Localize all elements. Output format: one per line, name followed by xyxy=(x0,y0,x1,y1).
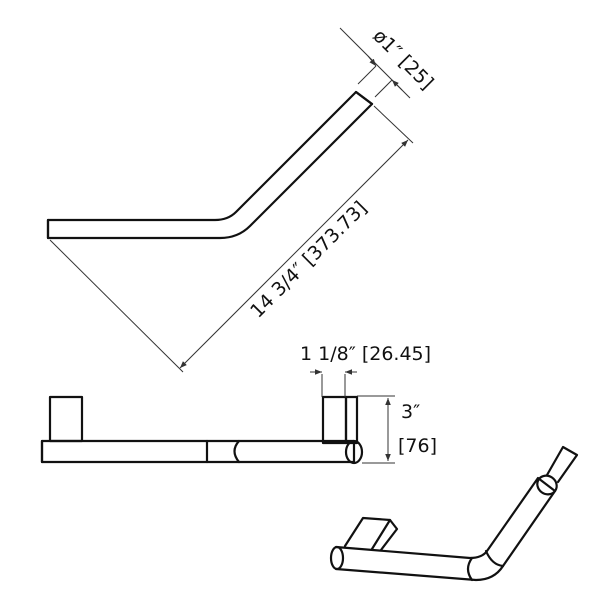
isometric-view xyxy=(329,445,579,582)
extension-line xyxy=(374,79,393,98)
side-tube xyxy=(40,439,356,464)
extension-line xyxy=(49,239,184,373)
iso-tube-end-ellipse xyxy=(536,474,558,496)
diameter-label: ø1″ [25] xyxy=(368,25,437,94)
iso-bend-arc xyxy=(466,556,474,582)
arrow xyxy=(391,79,403,91)
bend-arc xyxy=(233,439,241,464)
tube-end-cap xyxy=(354,90,374,106)
side-view: 1 1/8″ [26.45] 3″ [76] xyxy=(40,343,437,465)
height-label-metric: [76] xyxy=(398,435,437,457)
right-post xyxy=(321,395,348,445)
iso-tube-end xyxy=(329,545,345,571)
iso-stub xyxy=(545,445,579,484)
extension-line xyxy=(357,65,377,85)
depth-label: 1 1/8″ [26.45] xyxy=(300,343,431,365)
tube-end-ellipse xyxy=(344,439,364,465)
top-view-tube xyxy=(46,90,374,240)
left-post xyxy=(48,395,84,443)
top-view: 14 3/4″ [373.73] ø1″ [25] xyxy=(46,25,438,373)
arrow xyxy=(367,55,377,67)
length-label: 14 3/4″ [373.73] xyxy=(246,197,371,322)
extension-line xyxy=(373,105,414,144)
iso-post-edge xyxy=(370,518,392,551)
iso-bend-arc xyxy=(484,549,505,568)
height-label-imperial: 3″ xyxy=(401,401,420,423)
right-post-side xyxy=(344,395,359,445)
iso-tube xyxy=(334,476,557,582)
length-dimension-line xyxy=(179,139,409,369)
